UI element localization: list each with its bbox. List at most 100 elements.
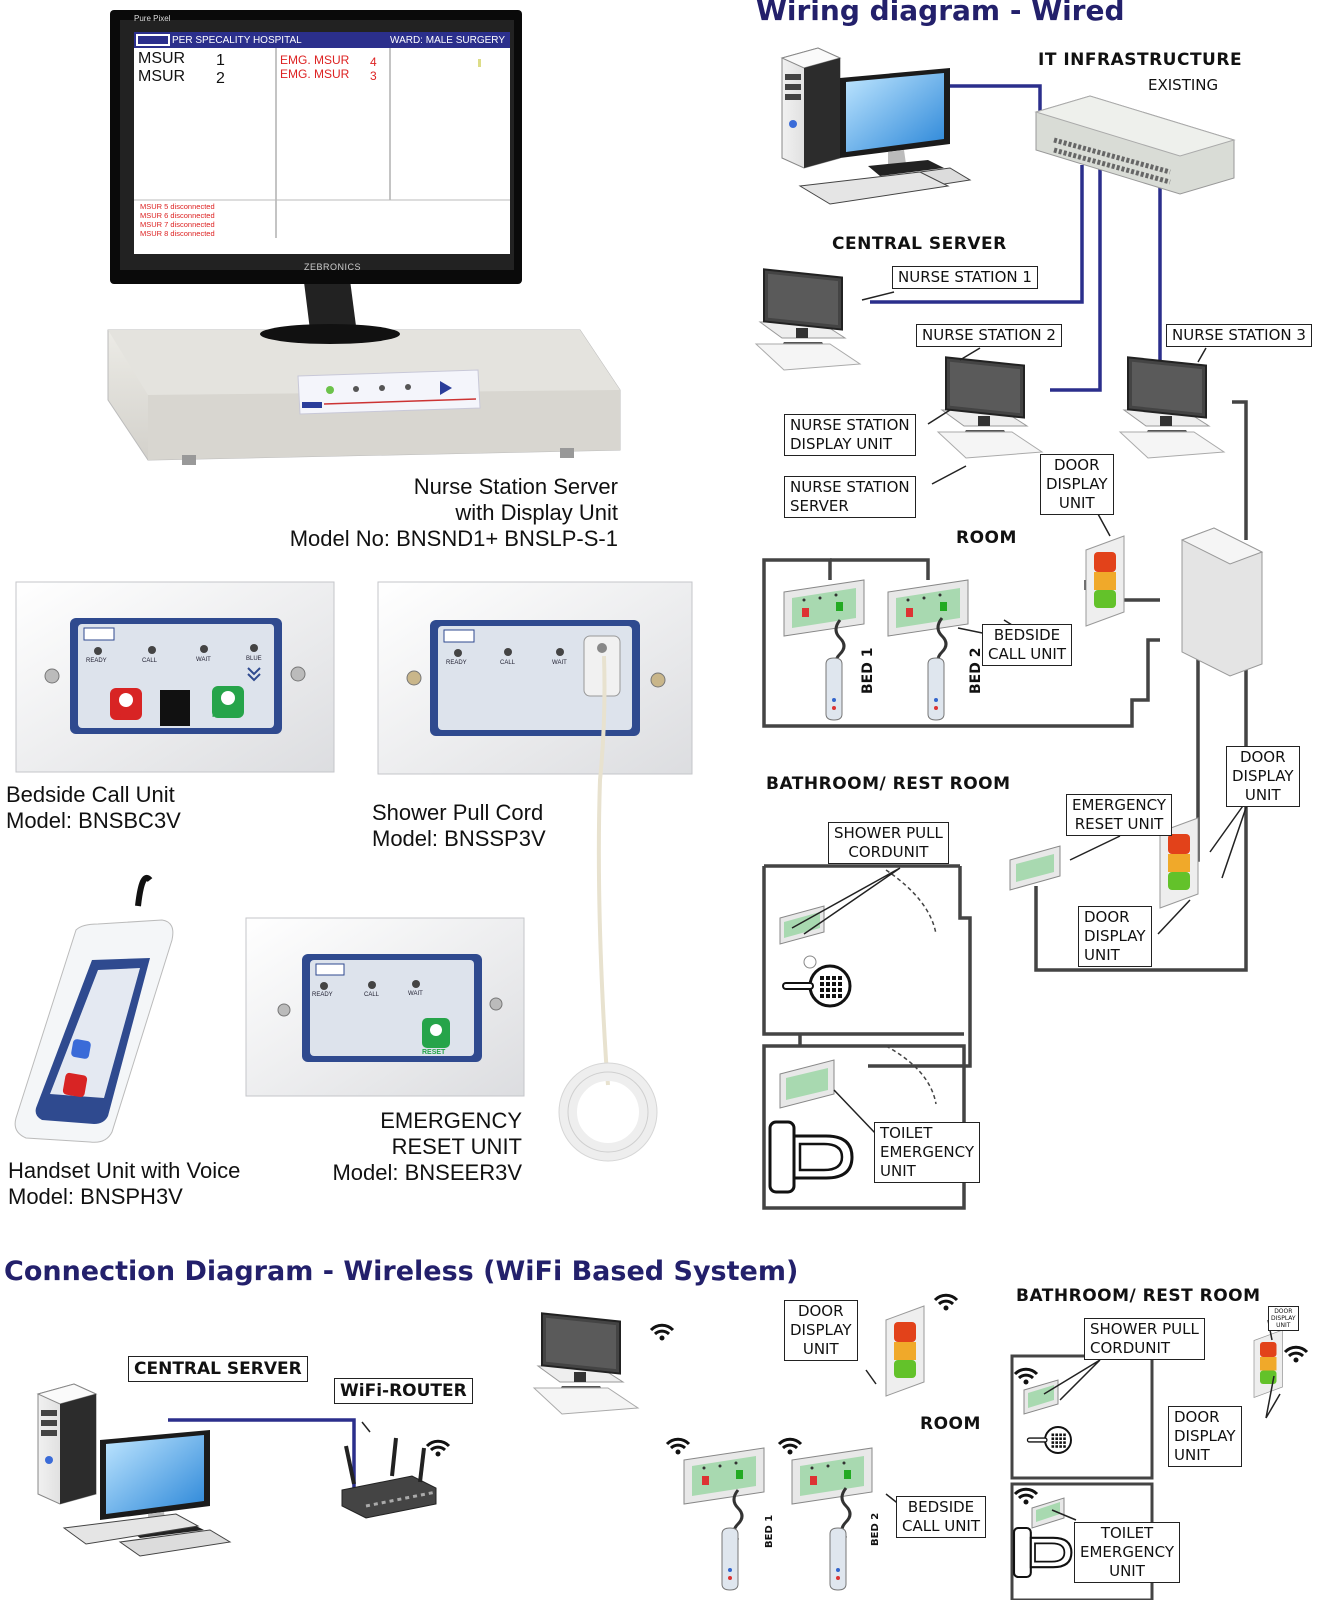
callout-line: DISPLAY: [1084, 927, 1146, 945]
caption-line: Model No: BNSND1+ BNSLP-S-1: [289, 526, 618, 551]
callout-line: EMERGENCY: [1072, 796, 1167, 814]
emergency-reset-button-label: RESET: [422, 1049, 446, 1056]
monitor-row-num: 2: [216, 70, 225, 87]
caption-line: Bedside Call Unit: [6, 782, 175, 807]
it-infrastructure-label: IT INFRASTRUCTURE: [1038, 50, 1243, 70]
monitor-row-name: MSUR: [138, 68, 186, 85]
shower-ready-label: READY: [446, 660, 467, 666]
bed-1-label: BED 1: [860, 647, 876, 694]
wireless-bed-1-label: BED 1: [764, 1514, 775, 1548]
door-display-callout-3: DOOR DISPLAY UNIT: [1078, 906, 1152, 967]
wireless-door-display-small-callout: DOOR DISPLAY UNIT: [1268, 1306, 1299, 1331]
callout-line: DISPLAY: [790, 1321, 852, 1339]
bedside-caption: Bedside Call Unit Model: BNSBC3V: [6, 782, 181, 834]
central-server-label: CENTRAL SERVER: [832, 234, 1007, 254]
disconnected-item: MSUR 8 disconnected: [140, 229, 215, 238]
wireless-bed-2-label: BED 2: [870, 1512, 881, 1546]
callout-line: UNIT: [1109, 1562, 1145, 1580]
wireless-door-display-callout: DOOR DISPLAY UNIT: [784, 1300, 858, 1361]
callout-line: DISPLAY: [1174, 1427, 1236, 1445]
callout-line: BEDSIDE: [993, 626, 1061, 644]
emergency-reset-unit-photo: [245, 917, 525, 1097]
monitor-row-name: MSUR: [138, 50, 186, 67]
nurse-station-server-photo: [107, 10, 621, 465]
caption-line: Model: BNSPH3V: [8, 1184, 183, 1209]
callout-line: UNIT: [1174, 1446, 1210, 1464]
nurse-station-server-callout: NURSE STATION SERVER: [784, 476, 916, 518]
handset-caption: Handset Unit with Voice Model: BNSPH3V: [8, 1158, 240, 1210]
callout-line: EMERGENCY: [880, 1143, 975, 1161]
callout-line: DOOR: [1174, 1408, 1220, 1426]
callout-line: TOILET: [1100, 1524, 1154, 1542]
caption-line: Handset Unit with Voice: [8, 1158, 241, 1183]
callout-line: UNIT: [802, 1340, 839, 1358]
caption-line: Nurse Station Server: [413, 474, 618, 499]
bedside-wait-label: WAIT: [196, 657, 211, 663]
callout-line: NURSE STATION: [790, 478, 910, 496]
nurse-station-3-callout: NURSE STATION 3: [1166, 324, 1312, 347]
callout-line: DOOR: [1239, 748, 1286, 766]
bedside-ready-label: READY: [86, 658, 107, 664]
room-label: ROOM: [956, 528, 1017, 548]
wireless-shower-callout: SHOWER PULL CORDUNIT: [1084, 1318, 1205, 1360]
nurse-station-2-callout: NURSE STATION 2: [916, 324, 1062, 347]
handset-unit-photo: [14, 874, 174, 1143]
disconnected-item: MSUR 6 disconnected: [140, 211, 215, 220]
callout-line: SHOWER PULL: [1090, 1320, 1199, 1338]
monitor-disconnected-list: MSUR 5 disconnected MSUR 6 disconnected …: [140, 202, 215, 238]
emergency-wait-label: WAIT: [408, 991, 423, 997]
callout-line: DOOR: [1084, 908, 1130, 926]
callout-line: RESET UNIT: [1074, 815, 1164, 833]
bedside-call-unit-callout: BEDSIDE CALL UNIT: [982, 624, 1073, 666]
monitor-stand-brand: ZEBRONICS: [304, 262, 362, 272]
callout-line: BEDSIDE: [907, 1498, 975, 1516]
bedside-call-button-label: CALL: [112, 712, 134, 721]
server-caption: Nurse Station Server with Display Unit M…: [262, 474, 618, 552]
disconnected-item: MSUR 5 disconnected: [140, 202, 215, 211]
bathroom-label: BATHROOM/ REST ROOM: [766, 774, 1011, 794]
nurse-station-display-callout: NURSE STATION DISPLAY UNIT: [784, 414, 916, 456]
disconnected-item: MSUR 7 disconnected: [140, 220, 215, 229]
shower-call-label: CALL: [500, 660, 516, 666]
caption-line: Model: BNSEER3V: [332, 1160, 522, 1185]
monitor-emg-num: 4: [370, 55, 377, 69]
caption-line: Model: BNSSP3V: [372, 826, 546, 851]
callout-line: DOOR: [1274, 1308, 1293, 1315]
shower-pull-cord-photo: [377, 581, 693, 1162]
bedside-call-unit-photo: [15, 581, 335, 773]
monitor-row-num: 1: [216, 52, 225, 69]
bedside-call-label: CALL: [142, 658, 158, 664]
wireless-diagram-title: Connection Diagram - Wireless (WiFi Base…: [4, 1256, 799, 1287]
emergency-reset-callout: EMERGENCY RESET UNIT: [1066, 794, 1173, 836]
callout-line: UNIT: [1058, 494, 1095, 512]
caption-line: Shower Pull Cord: [372, 800, 544, 825]
nurse-station-1-callout: NURSE STATION 1: [892, 266, 1038, 289]
emergency-caption: EMERGENCY RESET UNIT Model: BNSEER3V: [300, 1108, 522, 1186]
monitor-emg-name: EMG. MSUR: [280, 53, 350, 67]
wireless-bedside-callout: BEDSIDE CALL UNIT: [896, 1496, 987, 1538]
monitor-emg-name: EMG. MSUR: [280, 67, 350, 81]
callout-line: CALL UNIT: [902, 1517, 981, 1535]
shower-wait-label: WAIT: [552, 660, 567, 666]
emergency-call-label: CALL: [364, 992, 380, 998]
wired-diagram-title: Wiring diagram - Wired: [756, 0, 1125, 27]
wireless-bathroom-label: BATHROOM/ REST ROOM: [1016, 1286, 1261, 1306]
callout-line: DOOR: [797, 1302, 844, 1320]
caption-line: with Display Unit: [455, 500, 618, 525]
callout-line: UNIT: [880, 1162, 916, 1180]
monitor-brand: Pure Pixel: [134, 14, 171, 23]
monitor-emg-num: 3: [370, 69, 377, 83]
callout-line: SHOWER PULL: [834, 824, 943, 842]
callout-line: DISPLAY UNIT: [790, 435, 893, 453]
callout-line: DISPLAY: [1271, 1315, 1296, 1322]
callout-line: NURSE STATION: [790, 416, 910, 434]
wireless-door-display-callout-2: DOOR DISPLAY UNIT: [1168, 1406, 1242, 1467]
wireless-central-server-callout: CENTRAL SERVER: [128, 1356, 308, 1382]
door-display-callout-1: DOOR DISPLAY UNIT: [1040, 454, 1114, 515]
monitor-header-hospital: PER SPECALITY HOSPITAL: [172, 35, 302, 46]
monitor-header-ward: WARD: MALE SURGERY: [390, 35, 506, 46]
wireless-diagram: [37, 1293, 1309, 1600]
existing-label: EXISTING: [1148, 76, 1219, 94]
callout-line: UNIT: [1244, 786, 1281, 804]
callout-line: TOILET: [880, 1124, 933, 1142]
